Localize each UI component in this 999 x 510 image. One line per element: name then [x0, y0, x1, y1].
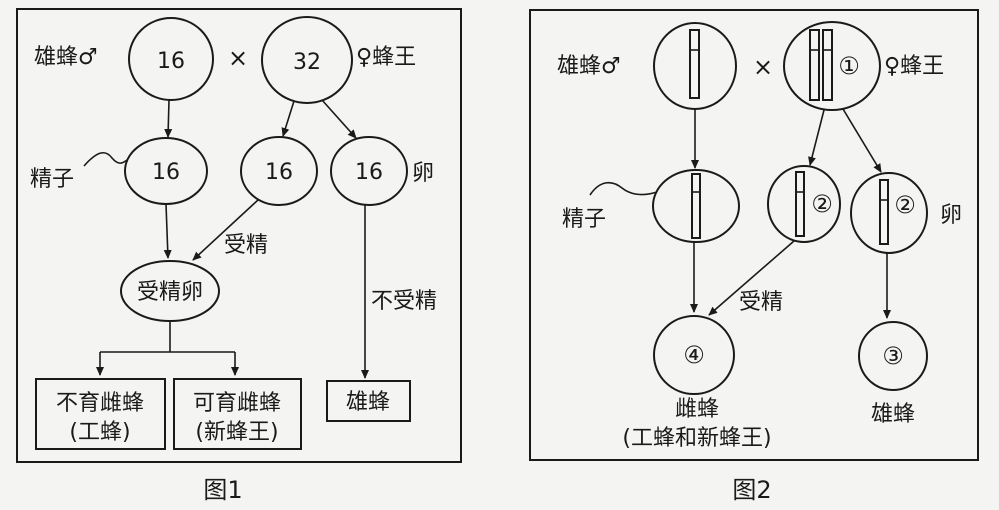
fig2-sperm-tail — [589, 181, 658, 196]
fig2-egg-unfertilized — [850, 172, 928, 254]
fig1-new-queen-box — [173, 378, 302, 450]
fig2-egg-label: 卵 — [940, 203, 962, 228]
fig2-marker-2b: ② — [894, 191, 916, 219]
fig1-no-fertilization-label: 不受精 — [371, 289, 437, 314]
fig1-sperm-label: 精子 — [30, 167, 74, 192]
fig1-drone-box — [326, 380, 411, 422]
fig1-drone-label: 雄蜂 — [346, 390, 390, 415]
fig1-queen-cell — [261, 16, 353, 104]
fig1-arrow-queen-to-egg-b — [321, 99, 357, 139]
fig1-zygote-label: 受精卵 — [137, 280, 203, 305]
fig2-sperm-chromosome — [691, 173, 701, 239]
fig2-marker-4: ④ — [683, 341, 705, 369]
figure-1: 雄蜂♂ 16 × 32 ♀蜂王 精子 16 16 16 卵 受精 受精卵 — [16, 8, 462, 504]
fig2-female-label: ♀蜂王 — [884, 54, 944, 79]
fig1-queen-chromosomes: 32 — [293, 50, 321, 75]
fig2-male-offspring-cell — [858, 321, 928, 391]
fig2-female-offspring-note: (工蜂和新蜂王) — [622, 426, 771, 451]
fig2-sperm-cell — [652, 169, 740, 243]
fig2-male-offspring-label: 雄蜂 — [871, 402, 915, 427]
fig1-male-label: 雄蜂♂ — [34, 45, 98, 70]
fig2-egg-b-chromosome — [879, 179, 889, 245]
fig2-marker-2a: ② — [811, 190, 833, 218]
fig1-sperm-chromosomes: 16 — [152, 160, 180, 185]
fig1-egg-unfertilized — [330, 136, 408, 206]
fig2-marker-3: ③ — [882, 342, 904, 370]
fig2-caption: 图2 — [732, 476, 771, 504]
figure-2: 雄蜂♂ × ① ♀蜂王 精子 ② ② 卵 受精 — [529, 9, 979, 504]
fig1-worker-box — [35, 378, 166, 450]
fig2-marker-1: ① — [838, 52, 860, 80]
fig1-arrow-sperm-to-zygote — [163, 203, 172, 259]
fig1-arrow-egg-to-zygote — [192, 199, 259, 261]
fig1-new-queen-line1: 可育雌蜂 — [193, 391, 281, 416]
fig1-arrow-male-to-sperm — [164, 99, 173, 138]
fig1-worker-line2: (工蜂) — [69, 420, 130, 445]
fig1-worker-line1: 不育雌蜂 — [56, 391, 144, 416]
fig2-male-chromosome — [689, 29, 700, 99]
fig2-cross-symbol: × — [753, 53, 773, 81]
fig1-male-chromosomes: 16 — [157, 49, 185, 74]
fig1-caption: 图1 — [203, 476, 242, 504]
fig1-egg-a-chromosomes: 16 — [265, 160, 293, 185]
fig1-cross-symbol: × — [228, 44, 248, 72]
fig2-queen-chromosome-b — [822, 29, 833, 101]
fig2-male-label: 雄蜂♂ — [557, 54, 621, 79]
fig1-arrow-queen-to-egg-a — [281, 100, 295, 137]
fig2-arrow-queen-to-egg-a — [808, 109, 825, 166]
fig2-arrow-queen-to-egg-b — [842, 108, 882, 173]
fig1-female-label: ♀蜂王 — [356, 45, 416, 70]
fig2-egg-a-chromosome — [795, 171, 805, 237]
fig1-egg-b-chromosomes: 16 — [355, 160, 383, 185]
fig1-sperm-tail — [83, 151, 128, 167]
figure-2-frame — [529, 9, 979, 461]
figure-1-frame — [16, 8, 462, 463]
fig2-female-offspring-label: 雌蜂 — [675, 397, 719, 422]
fig1-male-cell — [128, 17, 214, 101]
fig2-queen-cell — [783, 21, 881, 111]
fig1-new-queen-line2: (新蜂王) — [195, 420, 278, 445]
fig2-female-offspring-cell — [653, 315, 735, 395]
fig2-fertilization-label: 受精 — [739, 290, 783, 315]
fig1-egg-label: 卵 — [412, 161, 434, 186]
fig2-queen-chromosome-a — [809, 29, 820, 101]
fig2-sperm-label: 精子 — [562, 207, 606, 232]
fig2-arrow-egg-to-female — [708, 240, 795, 316]
fig2-male-cell — [653, 22, 737, 110]
fig1-fertilization-label: 受精 — [224, 233, 268, 258]
fig1-egg-fertilized — [240, 136, 318, 206]
fig2-egg-fertilized — [767, 165, 841, 243]
